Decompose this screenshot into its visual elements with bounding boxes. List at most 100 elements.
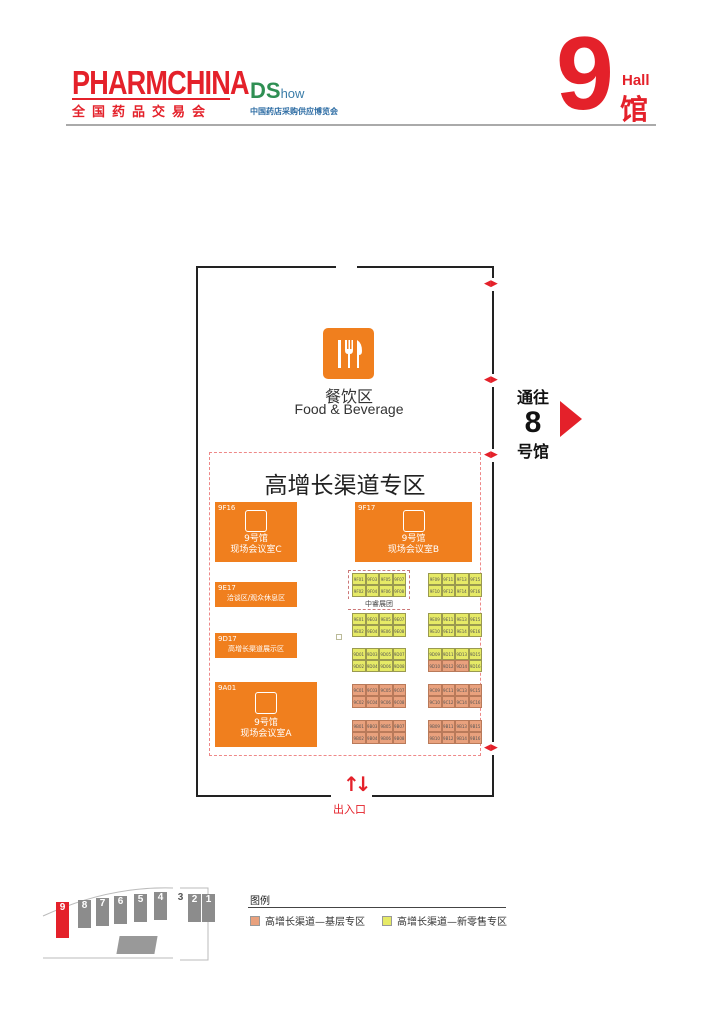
booth-9b10[interactable]: 9B10 bbox=[428, 732, 442, 744]
booth-9d05[interactable]: 9D05 bbox=[379, 648, 393, 660]
booth-9b03[interactable]: 9B03 bbox=[365, 720, 379, 732]
booth-9d09[interactable]: 9D09 bbox=[428, 648, 442, 660]
booth-9e01[interactable]: 9E01 bbox=[352, 613, 366, 625]
booth-9d11[interactable]: 9D11 bbox=[441, 648, 455, 660]
booth-9e16[interactable]: 9E16 bbox=[468, 625, 482, 637]
booth-9f07[interactable]: 9F07 bbox=[392, 573, 406, 585]
booth-9e04[interactable]: 9E04 bbox=[365, 625, 379, 637]
booth-9f11[interactable]: 9F11 bbox=[441, 573, 455, 585]
minimap-hall-2[interactable]: 2 bbox=[188, 894, 201, 922]
booth-9c01[interactable]: 9C01 bbox=[352, 684, 366, 696]
room-code: 9A01 bbox=[218, 684, 237, 692]
booth-9c16[interactable]: 9C16 bbox=[468, 696, 482, 708]
booth-9c11[interactable]: 9C11 bbox=[441, 684, 455, 696]
lounge-area[interactable]: 9E17 洽谈区/观众休息区 bbox=[215, 582, 297, 607]
minimap-hall-6[interactable]: 6 bbox=[114, 896, 127, 924]
booth-9f16[interactable]: 9F16 bbox=[468, 585, 482, 597]
booth-9f05[interactable]: 9F05 bbox=[379, 573, 393, 585]
booth-9b14[interactable]: 9B14 bbox=[455, 732, 469, 744]
booth-9d13[interactable]: 9D13 bbox=[455, 648, 469, 660]
booth-9c10[interactable]: 9C10 bbox=[428, 696, 442, 708]
minimap-hall-9[interactable]: 9 bbox=[56, 902, 69, 938]
booth-9f14[interactable]: 9F14 bbox=[455, 585, 469, 597]
booth-9b11[interactable]: 9B11 bbox=[441, 720, 455, 732]
booth-9f04[interactable]: 9F04 bbox=[365, 585, 379, 597]
booth-9d10[interactable]: 9D10 bbox=[428, 660, 442, 672]
exhibitor-group-label: 中睿展团 bbox=[348, 599, 410, 609]
booth-9e05[interactable]: 9E05 bbox=[379, 613, 393, 625]
booth-9e14[interactable]: 9E14 bbox=[455, 625, 469, 637]
booth-9d16[interactable]: 9D16 bbox=[468, 660, 482, 672]
booth-9b01[interactable]: 9B01 bbox=[352, 720, 366, 732]
minimap-hall-1[interactable]: 1 bbox=[202, 894, 215, 922]
booth-9f06[interactable]: 9F06 bbox=[379, 585, 393, 597]
booth-9c12[interactable]: 9C12 bbox=[441, 696, 455, 708]
goto-hall-8[interactable]: 通往 8 号馆 bbox=[512, 384, 554, 462]
booth-9b16[interactable]: 9B16 bbox=[468, 732, 482, 744]
booth-9f01[interactable]: 9F01 bbox=[352, 573, 366, 585]
booth-9c15[interactable]: 9C15 bbox=[468, 684, 482, 696]
booth-9d04[interactable]: 9D04 bbox=[365, 660, 379, 672]
booth-9d14[interactable]: 9D14 bbox=[455, 660, 469, 672]
booth-9e08[interactable]: 9E08 bbox=[392, 625, 406, 637]
booth-9c04[interactable]: 9C04 bbox=[365, 696, 379, 708]
booth-9e15[interactable]: 9E15 bbox=[468, 613, 482, 625]
booth-9d08[interactable]: 9D08 bbox=[392, 660, 406, 672]
booth-9e07[interactable]: 9E07 bbox=[392, 613, 406, 625]
booth-9b04[interactable]: 9B04 bbox=[365, 732, 379, 744]
booth-9d06[interactable]: 9D06 bbox=[379, 660, 393, 672]
booth-9b12[interactable]: 9B12 bbox=[441, 732, 455, 744]
booth-9c07[interactable]: 9C07 bbox=[392, 684, 406, 696]
booth-9d01[interactable]: 9D01 bbox=[352, 648, 366, 660]
booth-9e13[interactable]: 9E13 bbox=[455, 613, 469, 625]
booth-9e02[interactable]: 9E02 bbox=[352, 625, 366, 637]
minimap-hall-3[interactable]: 3 bbox=[174, 892, 187, 920]
booth-9d03[interactable]: 9D03 bbox=[365, 648, 379, 660]
booth-9f12[interactable]: 9F12 bbox=[441, 585, 455, 597]
booth-9b15[interactable]: 9B15 bbox=[468, 720, 482, 732]
booth-9c09[interactable]: 9C09 bbox=[428, 684, 442, 696]
meeting-room-a[interactable]: 9A01 9号馆 现场会议室A bbox=[215, 682, 317, 747]
booth-9e06[interactable]: 9E06 bbox=[379, 625, 393, 637]
minimap-hall-4[interactable]: 4 bbox=[154, 892, 167, 920]
booth-9e12[interactable]: 9E12 bbox=[441, 625, 455, 637]
minimap-hall-8[interactable]: 8 bbox=[78, 900, 91, 928]
minimap-hall-7[interactable]: 7 bbox=[96, 898, 109, 926]
booth-9c08[interactable]: 9C08 bbox=[392, 696, 406, 708]
minimap-hall-5[interactable]: 5 bbox=[134, 894, 147, 922]
booth-9e11[interactable]: 9E11 bbox=[441, 613, 455, 625]
booth-9f10[interactable]: 9F10 bbox=[428, 585, 442, 597]
booth-9e10[interactable]: 9E10 bbox=[428, 625, 442, 637]
booth-9d07[interactable]: 9D07 bbox=[392, 648, 406, 660]
booth-9d15[interactable]: 9D15 bbox=[468, 648, 482, 660]
booth-9c13[interactable]: 9C13 bbox=[455, 684, 469, 696]
booth-9c14[interactable]: 9C14 bbox=[455, 696, 469, 708]
booth-9d02[interactable]: 9D02 bbox=[352, 660, 366, 672]
meeting-room-c[interactable]: 9F16 9号馆 现场会议室C bbox=[215, 502, 297, 562]
booth-9b08[interactable]: 9B08 bbox=[392, 732, 406, 744]
booth-9b09[interactable]: 9B09 bbox=[428, 720, 442, 732]
showcase-area[interactable]: 9D17 高增长渠道展示区 bbox=[215, 633, 297, 658]
booth-9b02[interactable]: 9B02 bbox=[352, 732, 366, 744]
booth-9b06[interactable]: 9B06 bbox=[379, 732, 393, 744]
booth-9f15[interactable]: 9F15 bbox=[468, 573, 482, 585]
booth-9d12[interactable]: 9D12 bbox=[441, 660, 455, 672]
booth-9c03[interactable]: 9C03 bbox=[365, 684, 379, 696]
booth-9f13[interactable]: 9F13 bbox=[455, 573, 469, 585]
booth-9e03[interactable]: 9E03 bbox=[365, 613, 379, 625]
booth-9b05[interactable]: 9B05 bbox=[379, 720, 393, 732]
booth-9f09[interactable]: 9F09 bbox=[428, 573, 442, 585]
booth-9f03[interactable]: 9F03 bbox=[365, 573, 379, 585]
booth-9f02[interactable]: 9F02 bbox=[352, 585, 366, 597]
booth-9c05[interactable]: 9C05 bbox=[379, 684, 393, 696]
meeting-room-b[interactable]: 9F17 9号馆 现场会议室B bbox=[355, 502, 472, 562]
booth-9c02[interactable]: 9C02 bbox=[352, 696, 366, 708]
wall-right-2 bbox=[492, 291, 494, 374]
booth-9c06[interactable]: 9C06 bbox=[379, 696, 393, 708]
booth-9f08[interactable]: 9F08 bbox=[392, 585, 406, 597]
arrow-right-icon bbox=[560, 401, 582, 437]
booth-9b07[interactable]: 9B07 bbox=[392, 720, 406, 732]
booth-9b13[interactable]: 9B13 bbox=[455, 720, 469, 732]
booth-9e09[interactable]: 9E09 bbox=[428, 613, 442, 625]
